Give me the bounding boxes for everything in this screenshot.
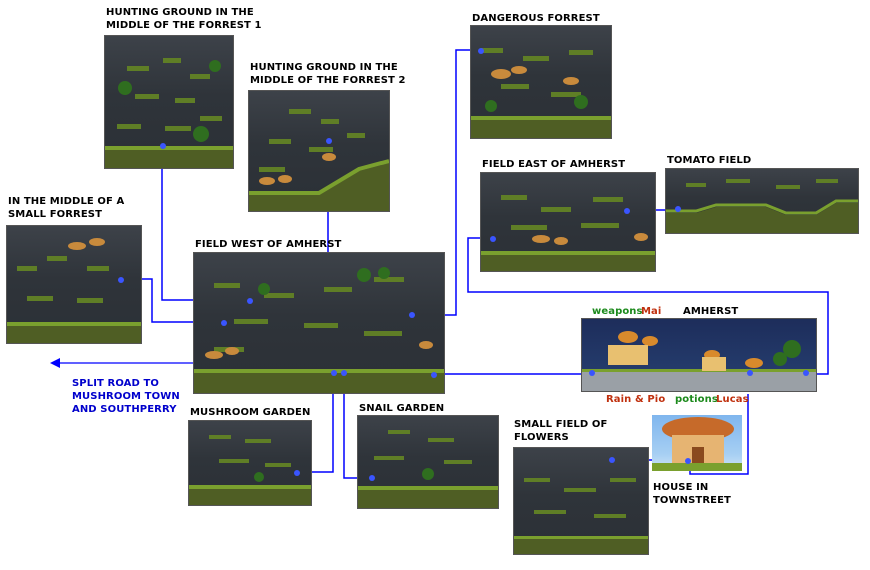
- map-small-forrest[interactable]: [6, 225, 142, 344]
- label-small-forrest: IN THE MIDDLE OF A SMALL FORREST: [8, 196, 125, 220]
- map-house-in-townstreet[interactable]: [652, 415, 742, 471]
- map-fieldeast-art: [481, 195, 655, 271]
- map-small-field-of-flowers[interactable]: [513, 447, 649, 555]
- map-field-west[interactable]: [193, 252, 445, 394]
- label-amherst: AMHERST: [683, 306, 739, 317]
- map-fieldwest-art: [194, 267, 444, 393]
- map-mushroom-garden[interactable]: [188, 420, 312, 506]
- exit-arrow-head: [50, 358, 60, 368]
- map-hunting-ground-1[interactable]: [104, 35, 234, 169]
- map-flowers-art: [514, 457, 648, 554]
- map-tomato-art: [666, 179, 858, 233]
- map-snail-garden[interactable]: [357, 415, 499, 509]
- npc-label-rain-pio: Rain & Pio: [606, 394, 666, 405]
- map-hunting-ground-2[interactable]: [248, 90, 390, 212]
- map-dangerous-art: [471, 48, 611, 138]
- label-split-road-exit: SPLIT ROAD TO MUSHROOM TOWN AND SOUTHPER…: [72, 378, 180, 415]
- label-field-west: FIELD WEST OF AMHERST: [195, 239, 342, 250]
- label-hunting-ground-2: HUNTING GROUND IN THE MIDDLE OF THE FORR…: [250, 62, 406, 86]
- map-amherst[interactable]: [581, 318, 817, 392]
- map-field-east[interactable]: [480, 172, 656, 272]
- label-tomato-field: TOMATO FIELD: [667, 155, 752, 166]
- connector-fieldeast-amherst: [467, 237, 829, 375]
- npc-label-weapons: weapons: [592, 306, 643, 317]
- map-hunting2-art: [249, 109, 389, 211]
- npc-label-mai: Mai: [641, 306, 662, 317]
- map-smallforrest-art: [7, 238, 141, 343]
- label-field-east: FIELD EAST OF AMHERST: [482, 159, 626, 170]
- map-tomato-field[interactable]: [665, 168, 859, 234]
- map-mushroomgarden-art: [189, 435, 311, 505]
- map-dangerous-forrest[interactable]: [470, 25, 612, 139]
- map-hunting1-art: [105, 58, 233, 168]
- label-snail-garden: SNAIL GARDEN: [359, 403, 445, 414]
- npc-label-lucas: Lucas: [716, 394, 749, 405]
- label-hunting-ground-1: HUNTING GROUND IN THE MIDDLE OF THE FORR…: [106, 7, 262, 31]
- map-amherst-art: [582, 331, 816, 391]
- label-mushroom-garden: MUSHROOM GARDEN: [190, 407, 311, 418]
- label-dangerous-forrest: DANGEROUS FORREST: [472, 13, 600, 24]
- npc-label-potions: potions: [675, 394, 718, 405]
- map-snailgarden-art: [358, 430, 498, 508]
- map-house-art: [652, 417, 742, 471]
- label-small-field-of-flowers: SMALL FIELD OF FLOWERS: [514, 419, 608, 443]
- label-house-in-townstreet: HOUSE IN TOWNSTREET: [653, 482, 731, 506]
